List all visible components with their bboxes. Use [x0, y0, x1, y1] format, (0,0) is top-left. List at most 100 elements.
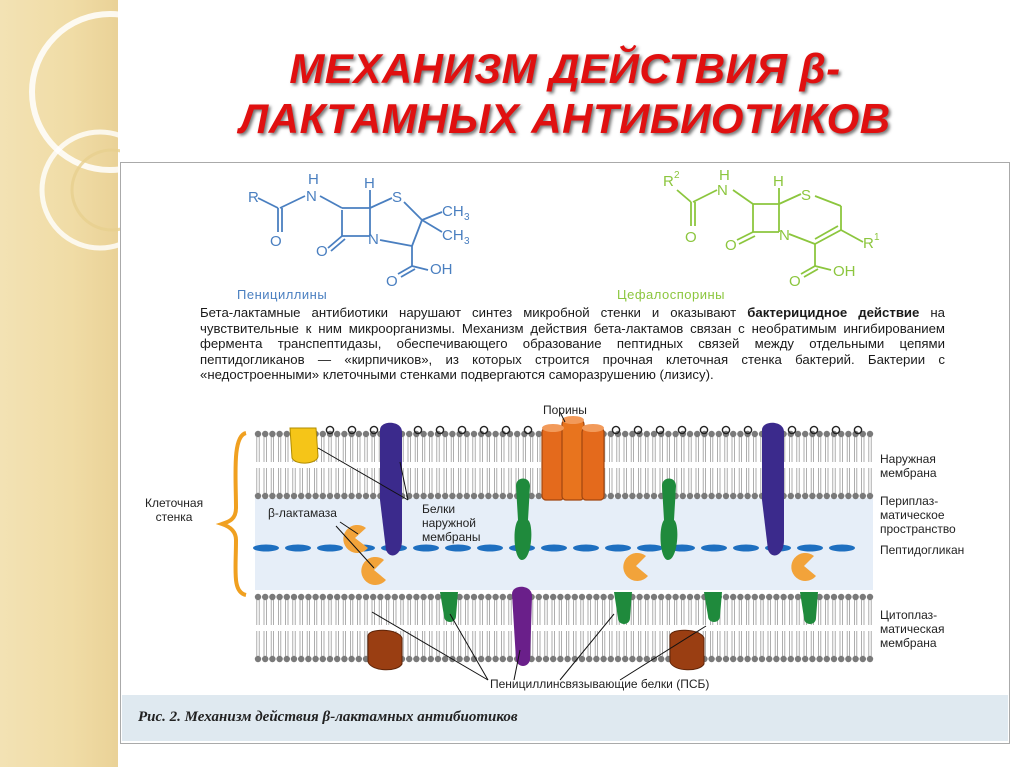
outer-membrane-lipid-head [823, 492, 830, 500]
penicillin-atom-oh: OH [430, 261, 453, 278]
beta-lactamase-4 [791, 552, 816, 581]
cytoplasmic-membrane-lipid-head [420, 593, 427, 601]
outer-membrane-lipid-head [341, 492, 348, 500]
penicillin-atom-h2: H [364, 175, 375, 192]
ceph-atom-n1: N [717, 182, 728, 199]
cytoplasmic-membrane-lipid-head [557, 593, 564, 601]
cytoplasmic-membrane-lipid-head [578, 655, 586, 663]
penicillin-atom-o2: O [316, 243, 328, 260]
ceph-atom-r1: R [863, 235, 874, 252]
porin-barrel-2 [561, 419, 585, 501]
cytoplasmic-membrane-lipid-head [470, 593, 478, 601]
outer-membrane-lipid-head [470, 492, 478, 500]
periplasm-label-line-3: пространство [880, 522, 956, 536]
porin-top-2 [562, 416, 584, 424]
cytoplasmic-membrane-lipid-head [658, 593, 665, 601]
cell-wall-label: Клеточная стенка [145, 496, 203, 524]
lps-ring [457, 425, 467, 435]
cytoplasmic-membrane-lipid-head [470, 655, 478, 663]
outer-membrane-lipid-head [614, 430, 622, 438]
outer-membrane-lipid-head [852, 492, 859, 500]
cytoplasmic-membrane-lipid-head [377, 593, 384, 601]
outer-membrane-lipid-head [686, 430, 694, 438]
outer-membrane-lipid-head [535, 430, 542, 438]
cytoplasmic-membrane-lipid-head [485, 655, 492, 663]
omp-label-line-3: мембраны [422, 530, 481, 544]
outer-membrane-lipid-head [866, 492, 874, 500]
cytoplasmic-membrane-lipid-head [406, 655, 413, 663]
cytoplasmic-membrane-lipid-head [859, 655, 866, 663]
peptidoglycan-strand [733, 544, 759, 552]
penicillin-atom-n2: N [368, 231, 379, 248]
cytoplasmic-membrane-lipid-head [852, 655, 859, 663]
peptidoglycan-strand [285, 544, 311, 552]
cytoplasmic-membrane-lipid-head [478, 593, 485, 601]
cephalosporin-structure: R 2 O N H H S N O R 1 O OH [663, 168, 880, 290]
cytoplasmic-membrane-lipid-head [650, 593, 658, 601]
lps-ring [831, 425, 841, 435]
outer-membrane-lipid-head [269, 492, 276, 500]
outer-membrane-lipid-head [830, 430, 838, 438]
cytoplasmic-membrane-lipid-head [665, 593, 672, 601]
penicillin-label: Пенициллины [237, 287, 328, 302]
outer-membrane-lipid-head [794, 492, 802, 500]
outer-membrane-lipid-head [672, 430, 679, 438]
cytoplasmic-membrane-lipid-head [326, 593, 334, 601]
cytoplasmic-membrane-lipid-head [420, 655, 427, 663]
outer-membrane-lipid-head [665, 430, 672, 438]
outer-membrane-lipid-head [499, 492, 506, 500]
cytoplasmic-membrane-lipid-head [751, 655, 758, 663]
cytoplasmic-membrane-lipid-head [744, 655, 751, 663]
outer-membrane-lipid-head [326, 492, 334, 500]
outer-membrane-lipid-head [722, 492, 730, 500]
peptidoglycan-strand [605, 544, 631, 552]
outer-membrane-lipid-head [535, 492, 542, 500]
outer-membrane-lipid-head [607, 430, 614, 438]
outer-membrane-lipid-head [686, 492, 694, 500]
peptidoglycan-label: Пептидогликан [880, 543, 965, 557]
penicillin-atom-r: R [248, 189, 259, 206]
yellow-membrane-protein [289, 427, 319, 464]
cell-wall-bracket [215, 431, 247, 597]
outer-membrane-label: Наружная мембрана [880, 452, 937, 480]
outer-membrane-lipid-head [362, 492, 370, 500]
cytoplasmic-membrane-lipid-head [744, 593, 751, 601]
outer-membrane-lipid-head [708, 492, 715, 500]
outer-membrane-lipid-head [650, 492, 658, 500]
outer-membrane-lipid-head [636, 492, 643, 500]
outer-membrane-lipid-head [355, 492, 362, 500]
cytoplasmic-membrane-lipid-head [276, 655, 283, 663]
outer-membrane-lipid-head [629, 430, 636, 438]
cytoplasmic-membrane-lipid-head [802, 655, 809, 663]
outer-membrane-lipid-head [802, 492, 809, 500]
lps-ring [853, 425, 863, 435]
cytoplasmic-membrane-lipid-head [319, 655, 326, 663]
outer-membrane-lipid-head [283, 492, 290, 500]
cytoplasmic-membrane-lipid-head [550, 655, 557, 663]
decorative-circles [29, 11, 120, 251]
cytoplasmic-membrane-lipid-head [492, 655, 499, 663]
outer-membrane-lipid-head [348, 492, 355, 500]
cytoplasmic-membrane-lipid-head [715, 655, 722, 663]
outer-membrane-lipid-head [449, 492, 456, 500]
outer-membrane-proteins-label: Белки наружной мембраны [422, 502, 481, 544]
outer-membrane-lipid-head [319, 430, 326, 438]
lps-ring [743, 425, 753, 435]
cytoplasmic-membrane-lipid-head [571, 593, 578, 601]
outer-membrane-lipid-head [730, 492, 737, 500]
outer-membrane-lipid-head [514, 430, 521, 438]
cytoplasmic-membrane-lipid-head [557, 655, 564, 663]
pbp-label: Пенициллинсвязывающие белки (ПСБ) [490, 677, 710, 691]
lps-ring [325, 425, 335, 435]
outer-membrane-label-line-2: мембрана [880, 466, 937, 480]
ceph-atom-r2: R [663, 173, 674, 190]
penicillin-atom-h1: H [308, 171, 319, 188]
cytoplasmic-membrane-lipid-head [816, 593, 823, 601]
cytoplasmic-membrane-lipid-head [787, 593, 794, 601]
title-line-2: ЛАКТАМНЫХ АНТИБИОТИКОВ [239, 95, 891, 142]
outer-membrane-lipid-head [859, 492, 866, 500]
lps-ring [347, 425, 357, 435]
cytoplasmic-membrane-lipid-head [758, 655, 766, 663]
cytoplasmic-membrane-lipid-head [456, 655, 463, 663]
ceph-atom-h1: H [719, 168, 730, 184]
